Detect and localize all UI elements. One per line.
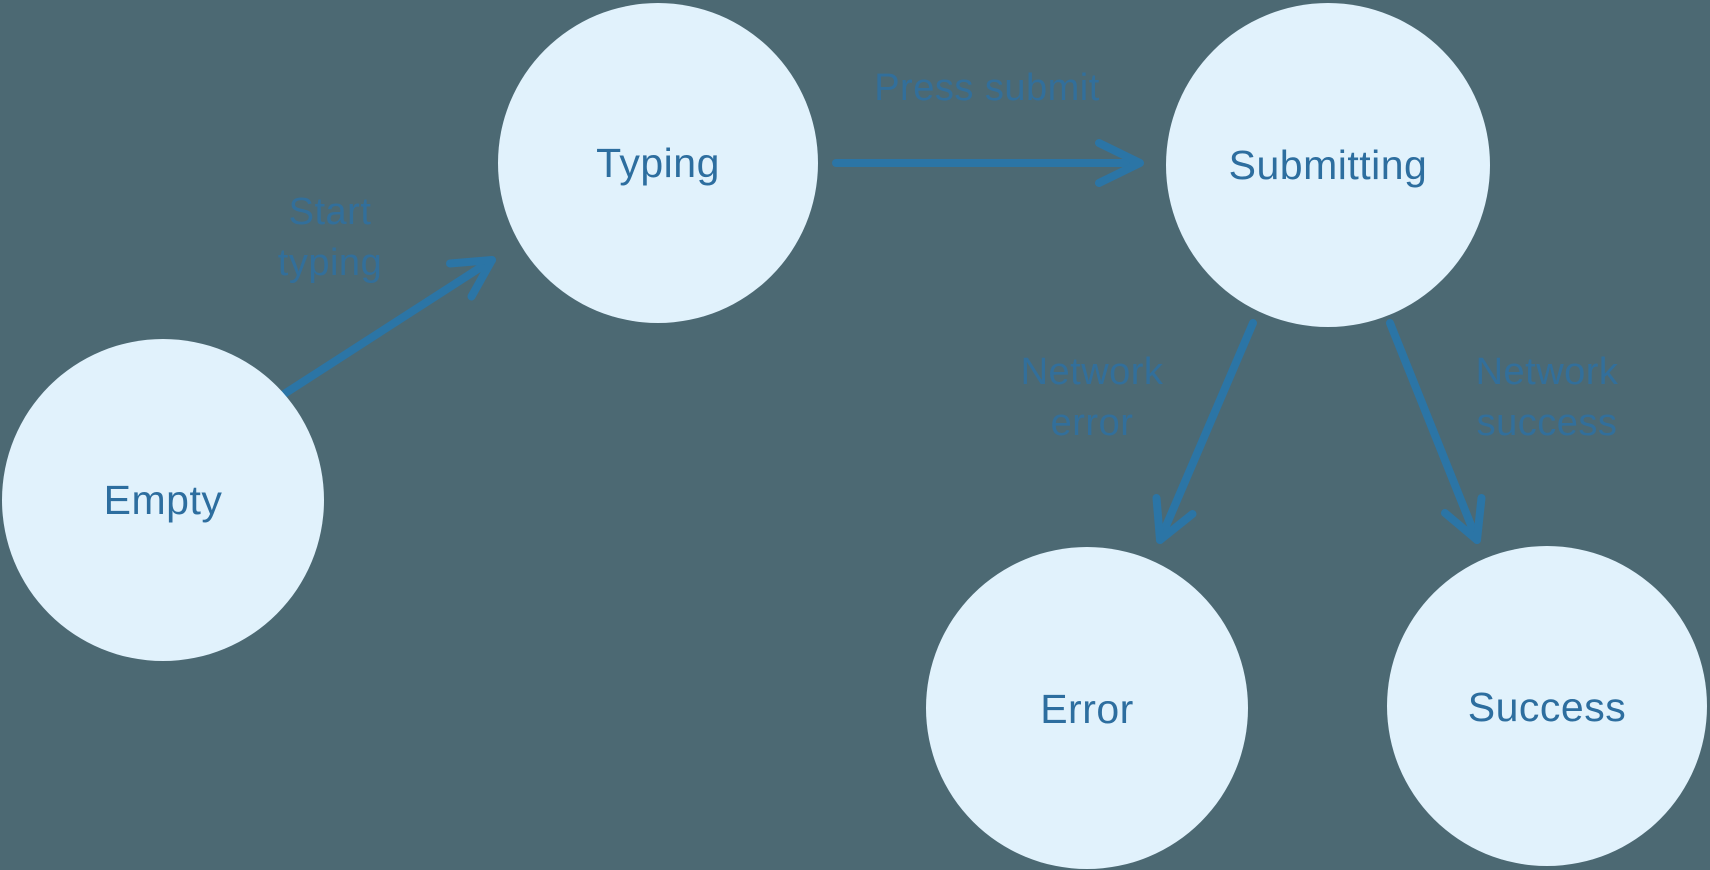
transition-label-start-typing-line1: Start xyxy=(289,191,372,233)
state-node-submitting: Submitting xyxy=(1166,3,1490,327)
arrowhead-icon xyxy=(1095,139,1144,187)
transition-label-start-typing-line2: typing xyxy=(278,242,382,284)
state-circle-success xyxy=(1387,546,1707,866)
transition-typing-to-submitting: Press submit xyxy=(832,67,1144,187)
state-node-success: Success xyxy=(1387,546,1707,866)
state-circle-empty xyxy=(2,339,324,661)
state-node-empty: Empty xyxy=(2,339,324,661)
state-circle-error xyxy=(926,547,1248,869)
arrowhead-icon xyxy=(446,256,496,301)
state-label-submitting: Submitting xyxy=(1229,142,1428,188)
state-label-typing: Typing xyxy=(596,140,720,186)
transition-arrow-line xyxy=(1156,319,1257,544)
transition-label-network-success-line1: Network xyxy=(1476,351,1619,393)
transition-submitting-to-success: Network success xyxy=(1386,319,1619,544)
transition-label-network-error-line2: error xyxy=(1051,402,1134,444)
state-circle-submitting xyxy=(1166,3,1490,327)
transition-label-press-submit: Press submit xyxy=(874,67,1100,109)
arrowhead-icon xyxy=(1152,494,1197,544)
state-node-typing: Typing xyxy=(498,3,818,323)
transition-label-network-error-line1: Network xyxy=(1021,351,1164,393)
state-label-error: Error xyxy=(1040,686,1134,732)
state-label-success: Success xyxy=(1468,684,1626,730)
state-label-empty: Empty xyxy=(104,477,223,523)
transition-empty-to-typing: Start typing xyxy=(277,191,496,400)
state-node-error: Error xyxy=(926,547,1248,869)
transition-submitting-to-error: Network error xyxy=(1021,319,1257,544)
state-circle-typing xyxy=(498,3,818,323)
transition-arrow-line xyxy=(1386,319,1481,544)
arrowhead-icon xyxy=(1441,494,1486,544)
transition-arrow-line xyxy=(277,256,496,400)
transition-label-network-success-line2: success xyxy=(1477,402,1618,444)
